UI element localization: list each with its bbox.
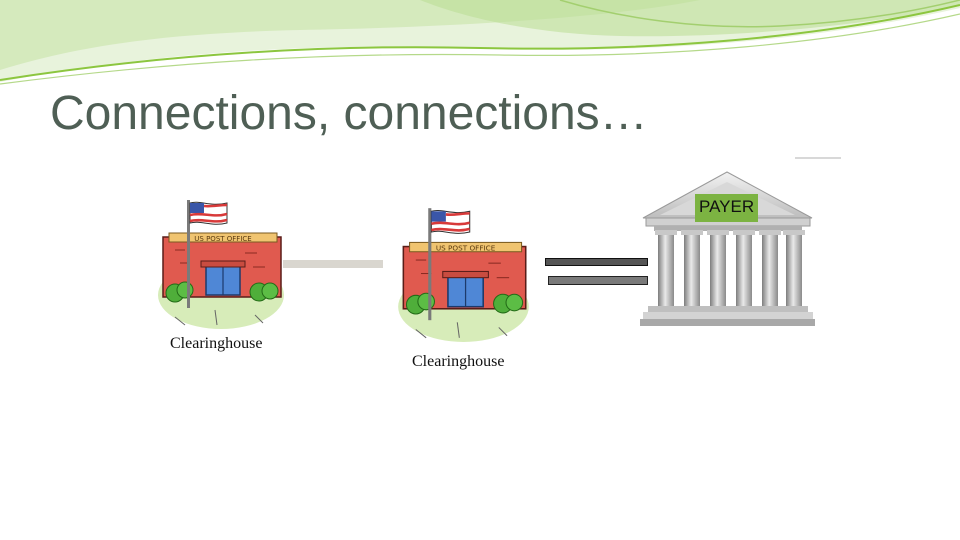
sign-text: US POST OFFICE xyxy=(194,235,251,243)
payer-label: PAYER xyxy=(695,194,758,222)
connector-line-2a xyxy=(545,258,648,266)
sign-text: US POST OFFICE xyxy=(436,244,496,253)
clearinghouse-building-2: US POST OFFICE xyxy=(395,203,532,343)
clearinghouse-building-1: US POST OFFICE xyxy=(155,195,287,330)
decorative-line xyxy=(795,157,841,159)
connector-line-1 xyxy=(283,260,383,268)
connector-line-2b xyxy=(548,276,648,285)
clearinghouse-caption-2: Clearinghouse xyxy=(412,353,504,371)
header-swoosh xyxy=(0,0,960,100)
slide-title: Connections, connections… xyxy=(50,86,648,141)
clearinghouse-caption-1: Clearinghouse xyxy=(170,335,262,353)
